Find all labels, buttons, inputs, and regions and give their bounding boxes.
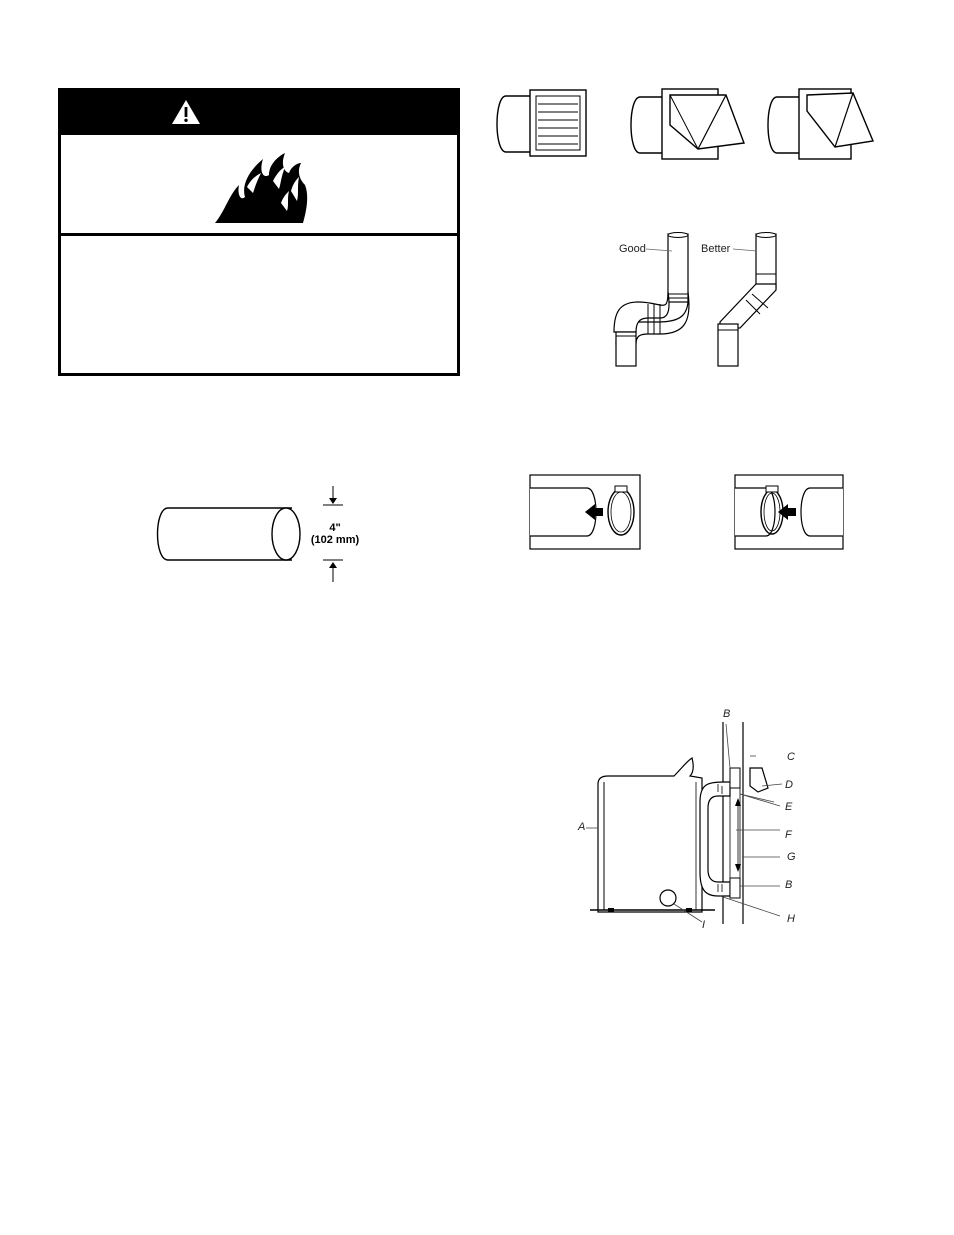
- better-label: Better: [701, 243, 731, 255]
- warning-text-area: [61, 236, 457, 373]
- good-leader-line: [645, 248, 673, 252]
- label-g: G: [787, 851, 796, 863]
- label-i: I: [702, 919, 706, 931]
- warning-symbol-panel: [61, 135, 457, 236]
- vent-hood-box: [630, 88, 745, 160]
- label-c: C: [787, 751, 795, 763]
- dimension-mm: (102 mm): [310, 534, 360, 546]
- elbow-good: [613, 232, 690, 367]
- good-label: Good: [619, 243, 646, 255]
- better-leader-line: [732, 248, 758, 252]
- vent-hood-louvered: [496, 89, 587, 157]
- installation-diagram: [586, 722, 783, 924]
- elbow-better: [717, 232, 777, 367]
- warning-box: [58, 88, 460, 376]
- label-d: D: [785, 779, 793, 791]
- label-b-top: B: [723, 708, 731, 720]
- label-f: F: [785, 829, 792, 841]
- vent-hood-angled: [767, 88, 874, 160]
- warning-triangle-icon: [172, 100, 200, 124]
- fire-icon: [215, 153, 308, 223]
- label-a: A: [578, 821, 586, 833]
- label-b-bottom: B: [785, 879, 793, 891]
- label-e: E: [785, 801, 793, 813]
- dimension-arrows: [323, 486, 343, 582]
- duct-cylinder: [156, 507, 301, 561]
- dimension-inches: 4": [329, 522, 341, 534]
- warning-header: [61, 91, 457, 135]
- label-h: H: [787, 913, 795, 925]
- clamp-step-2: [734, 474, 844, 550]
- clamp-step-1: [529, 474, 641, 550]
